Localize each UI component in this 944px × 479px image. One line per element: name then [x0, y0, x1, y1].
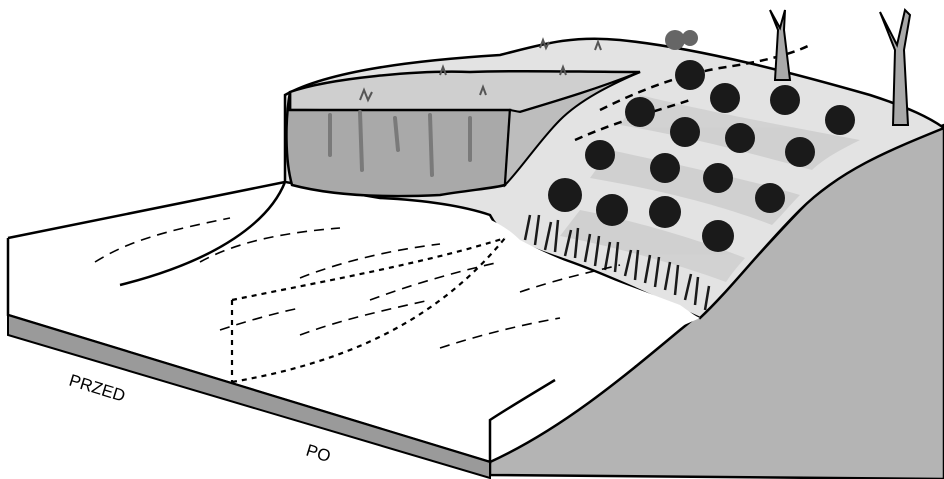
- label-before: PRZED: [67, 371, 128, 406]
- top-bush: [665, 30, 698, 50]
- label-after: PO: [304, 441, 333, 466]
